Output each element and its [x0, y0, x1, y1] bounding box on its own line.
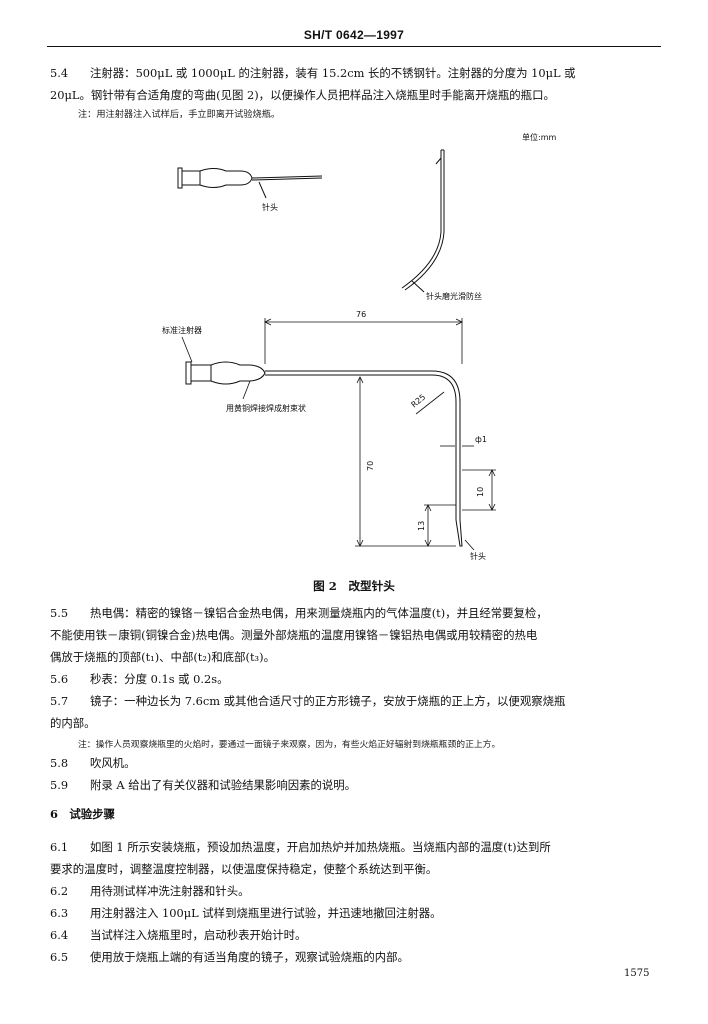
paragraph-5-6: 5.6 秒表：分度 0.1s 或 0.2s。 [50, 668, 666, 690]
figure-caption: 图 2 改型针头 [313, 579, 395, 593]
clause-text: 镜子：一种边长为 7.6cm 或其他合适尺寸的正方形镜子，安放于烧瓶的正上方，以… [90, 694, 566, 708]
figure-2-drawing: 针头 单位:mm 针头磨光滑防丝 [162, 132, 556, 561]
clause-number: 5.9 [50, 778, 69, 792]
paragraph-6-3: 6.3 用注射器注入 100μL 试样到烧瓶里进行试验，并迅速地撤回注射器。 [50, 902, 666, 924]
paragraph-5-8: 5.8 吹风机。 [50, 752, 666, 774]
dimension-phi: ф1 [475, 435, 487, 444]
paragraph-5-5-line2: 不能使用铁－康铜(铜镍合金)热电偶。测量外部烧瓶的温度用镍铬－镍铝热电偶或用较精… [50, 628, 538, 642]
clause-text: 秒表：分度 0.1s 或 0.2s。 [90, 672, 229, 686]
clause-text: 吹风机。 [90, 756, 136, 770]
clause-number: 6.4 [50, 928, 69, 942]
paragraph-6-5: 6.5 使用放于烧瓶上端的有适当角度的镜子，观察试验烧瓶的内部。 [50, 946, 666, 968]
clause-number: 5.4 [50, 66, 69, 80]
clause-text: 使用放于烧瓶上端的有适当角度的镜子，观察试验烧瓶的内部。 [90, 950, 409, 964]
paragraph-5-5-line1: 5.5 热电偶：精密的镍铬－镍铝合金热电偶，用来测量烧瓶内的气体温度(t)，并且经… [50, 602, 666, 624]
needle-tip-label: 针头磨光滑防丝 [426, 291, 482, 301]
clause-number: 6.3 [50, 906, 69, 920]
clause-number: 5.7 [50, 694, 69, 708]
paragraph-5-9: 5.9 附录 A 给出了有关仪器和试验结果影响因素的说明。 [50, 774, 666, 796]
clause-text: 附录 A 给出了有关仪器和试验结果影响因素的说明。 [90, 778, 357, 792]
clause-text: 如图 1 所示安装烧瓶，预设加热温度，开启加热炉并加热烧瓶。当烧瓶内部的温度(t… [90, 840, 551, 854]
unit-label: 单位:mm [522, 132, 556, 142]
paragraph-5-5-line3: 偶放于烧瓶的顶部(t₁)、中部(t₂)和底部(t₃)。 [50, 650, 275, 664]
small-syringe-icon [177, 167, 323, 199]
syringe-label: 标准注射器 [162, 325, 202, 335]
section-6-heading: 6 试验步骤 [50, 807, 115, 821]
weld-label: 用黄铜焊接焊成射束状 [226, 403, 306, 413]
dimension-13: 13 [417, 521, 426, 531]
dimension-10: 10 [476, 487, 485, 497]
page-header: SH/T 0642—1997 [303, 28, 405, 42]
paragraph-6-1-line1: 6.1 如图 1 所示安装烧瓶，预设加热温度，开启加热炉并加热烧瓶。当烧瓶内部的温… [50, 836, 666, 858]
clause-number: 5.8 [50, 756, 69, 770]
header-rule [47, 46, 661, 47]
clause-number: 5.5 [50, 606, 69, 620]
paragraph-6-1-line2: 要求的温度时，调整温度控制器，以使温度保持稳定，使整个系统达到平衡。 [50, 862, 438, 876]
clause-number: 6.5 [50, 950, 69, 964]
note-5-4: 注：用注射器注入试样后，手立即离开试验烧瓶。 [78, 109, 281, 120]
paragraph-5-7-line1: 5.7 镜子：一种边长为 7.6cm 或其他合适尺寸的正方形镜子，安放于烧瓶的正上… [50, 690, 666, 712]
note-5-7: 注：操作人员观察烧瓶里的火焰时，要通过一面镜子来观察，因为，有些火焰正好辐射到烧… [78, 740, 501, 750]
clause-number: 6.1 [50, 840, 69, 854]
paragraph-5-7-line2: 的内部。 [50, 716, 96, 730]
dimension-76: 76 [356, 310, 366, 319]
clause-text: 用待测试样冲洗注射器和针头。 [90, 884, 250, 898]
clause-text: 热电偶：精密的镍铬－镍铝合金热电偶，用来测量烧瓶内的气体温度(t)，并且经常要复… [90, 606, 548, 620]
paragraph-5-4-line1: 5.4 注射器：500μL 或 1000μL 的注射器，装有 15.2cm 长的不… [50, 62, 666, 84]
dimension-70: 70 [366, 461, 375, 471]
page-number: 1575 [624, 968, 650, 979]
paragraph-6-4: 6.4 当试样注入烧瓶里时，启动秒表开始计时。 [50, 924, 666, 946]
clause-text: 用注射器注入 100μL 试样到烧瓶里进行试验，并迅速地撤回注射器。 [90, 906, 442, 920]
paragraph-5-4-line2: 20μL。钢针带有合适角度的弯曲(见图 2)，以便操作人员把样品注入烧瓶里时手能… [50, 88, 555, 102]
clause-text: 当试样注入烧瓶里时，启动秒表开始计时。 [90, 928, 307, 942]
paragraph-6-2: 6.2 用待测试样冲洗注射器和针头。 [50, 880, 666, 902]
clause-number: 6.2 [50, 884, 69, 898]
dimension-lines [181, 318, 496, 551]
modified-needle-icon [185, 361, 463, 547]
needle-tip-detail-icon [401, 149, 445, 293]
clause-number: 5.6 [50, 672, 69, 686]
needle-label-2: 针头 [470, 551, 486, 561]
needle-label: 针头 [262, 202, 278, 212]
clause-text: 注射器：500μL 或 1000μL 的注射器，装有 15.2cm 长的不锈钢针… [90, 66, 576, 80]
